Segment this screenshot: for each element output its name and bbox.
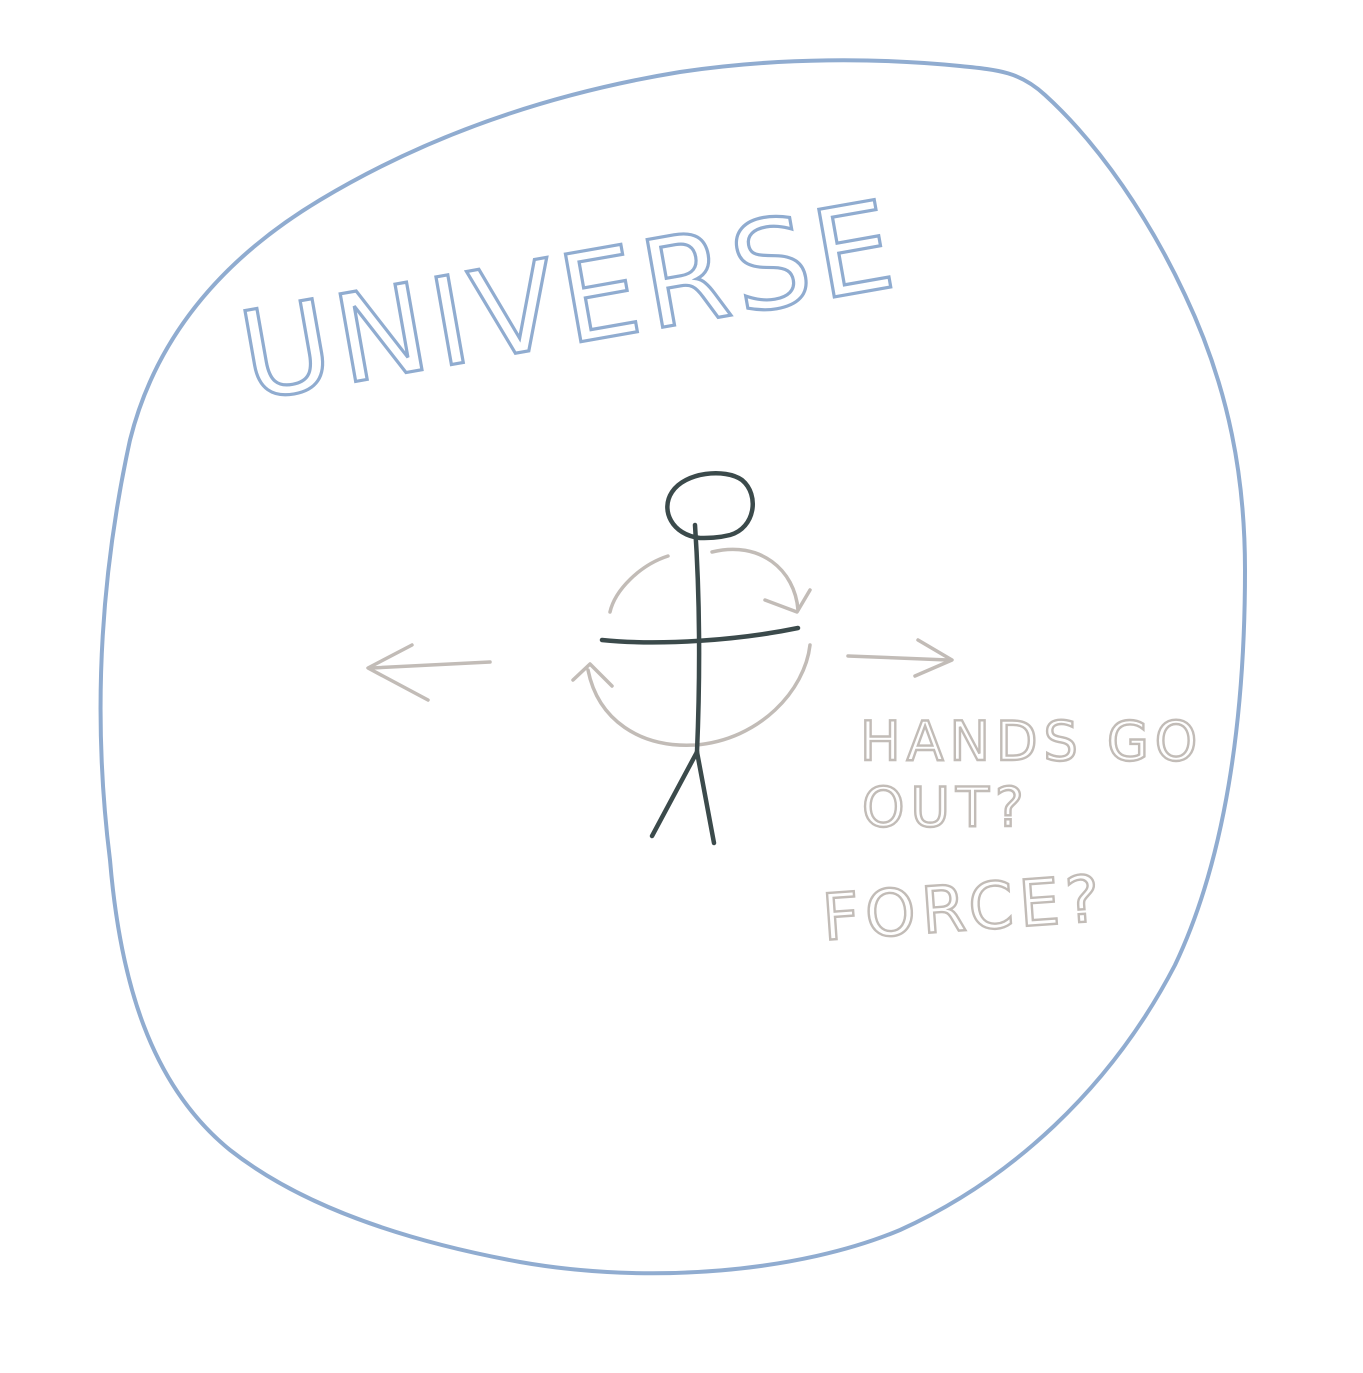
stick-figure-arms xyxy=(599,625,801,645)
left-arrow-head xyxy=(366,643,430,702)
rotation-arc-upper-right xyxy=(710,547,800,612)
universe-boundary-circle xyxy=(98,58,1247,1276)
right-arrow-shaft xyxy=(846,654,950,662)
rotation-arrows xyxy=(571,547,812,747)
outward-arrows xyxy=(366,638,954,702)
rotation-arrowhead-lower xyxy=(571,662,614,688)
rotation-arrowhead-upper xyxy=(763,588,812,614)
rotation-arc-upper-left xyxy=(608,554,670,614)
annotation-force: FORCE? xyxy=(820,862,1108,956)
left-arrow-shaft xyxy=(370,660,492,670)
right-arrow-head xyxy=(913,638,954,678)
annotation-out: OUT? xyxy=(862,776,1030,839)
stick-figure-body xyxy=(692,522,702,755)
stick-figure-left-leg xyxy=(649,749,700,839)
stick-figure xyxy=(599,471,801,846)
stick-figure-right-leg xyxy=(694,749,717,846)
universe-label: UNIVERSE xyxy=(230,173,909,428)
annotation-hands-go: HANDS GO xyxy=(860,710,1203,773)
stick-figure-head xyxy=(665,471,755,541)
